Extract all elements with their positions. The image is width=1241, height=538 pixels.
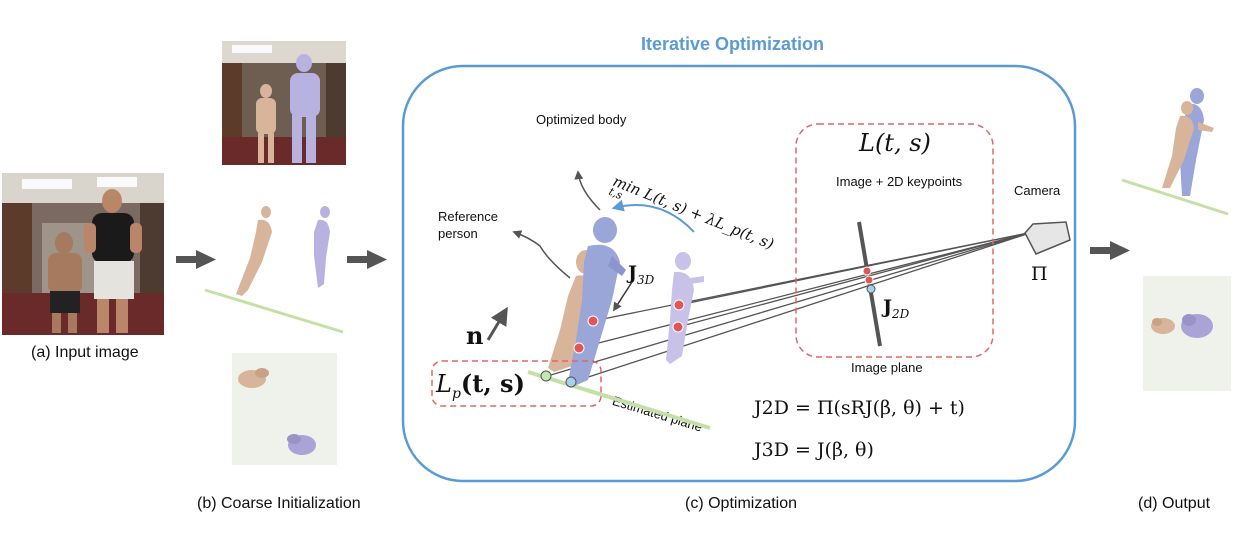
estimated-plane-line (527, 370, 711, 430)
math-j2d: J2D (883, 296, 909, 321)
loss-box (795, 123, 994, 358)
math-j3d: J3D (628, 262, 654, 287)
arrow-normal (486, 306, 508, 341)
arrow-optimized-body (574, 170, 601, 211)
math-j2d-letter: J (883, 296, 892, 318)
label-image-plane: Image plane (851, 360, 923, 375)
flow-arrow-a-b (176, 250, 216, 269)
caption-optimization: (c) Optimization (685, 495, 798, 512)
equation-joints: J3D = J(β, θ) (754, 439, 874, 461)
math-j2d-sub: 2D (892, 306, 910, 321)
label-reference-line1: Reference (438, 209, 498, 224)
label-image-keypoints: Image + 2D keypoints (836, 174, 963, 189)
keypoints-2d (862, 266, 876, 294)
projection-rays (543, 231, 1034, 384)
math-lp-args: (t, s) (460, 369, 525, 398)
caption-input-image: (a) Input image (31, 344, 139, 361)
lp-box (431, 360, 602, 407)
optimization-frame (401, 64, 1077, 483)
initial-body (666, 252, 704, 364)
keypoints-3d (540, 299, 685, 388)
math-j3d-letter: J (628, 262, 637, 284)
coarse-init-figures (204, 206, 344, 334)
math-normal: n (466, 321, 484, 350)
equation-projection: J2D = Π(sRJ(β, θ) + t) (754, 397, 965, 419)
label-reference-line2: person (438, 226, 478, 241)
math-pi: Π (1031, 263, 1048, 285)
arrow-reference-person (512, 230, 571, 279)
label-camera: Camera (1014, 183, 1061, 198)
arrow-objective (611, 199, 695, 233)
label-optimized-body: Optimized body (536, 112, 627, 127)
input-image (2, 173, 164, 335)
flow-arrow-b-c (347, 250, 387, 269)
camera-icon (1024, 221, 1071, 255)
caption-coarse-init: (b) Coarse Initialization (197, 495, 361, 512)
math-j3d-sub: 3D (637, 272, 655, 287)
overlay-image (222, 41, 346, 165)
math-lp-letter: L (436, 370, 452, 398)
math-lp-sub: p (451, 385, 461, 402)
output-top-view (1143, 276, 1231, 391)
math-loss: L(t, s) (859, 129, 931, 157)
diagram-title: Iterative Optimization (641, 34, 825, 54)
top-view-image (232, 353, 337, 465)
flow-arrow-c-d (1090, 241, 1130, 260)
math-lp: Lp(t, s) (436, 369, 525, 402)
output-figures (1121, 88, 1229, 216)
arrow-j3d (613, 281, 633, 312)
caption-output: (d) Output (1138, 495, 1211, 512)
